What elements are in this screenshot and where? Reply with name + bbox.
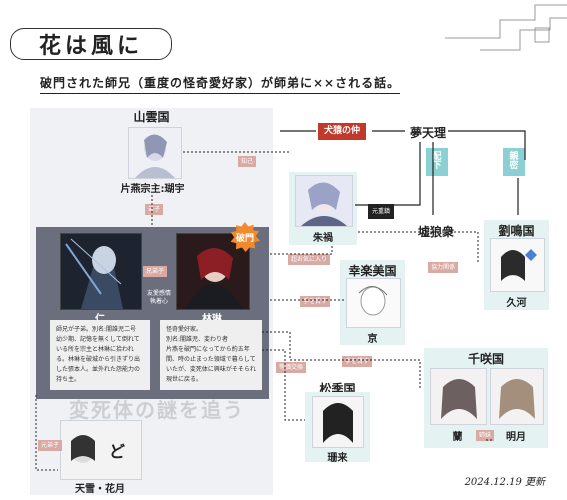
portrait-jin [60,233,142,310]
tag-chokai: 超お気に入り [288,254,331,265]
tag-inuzaru: 犬猿の仲 [318,123,367,140]
node-mutenri: 夢天理 [410,126,447,140]
banner-text: 変死体の謎を追う [69,398,245,422]
tag-tewokasu2: 手を貸す [342,356,373,367]
label-kyuka: 久河 [506,298,527,309]
portrait-kyuka [490,238,545,292]
update-date: 2024.12.19 更新 [464,477,545,488]
label-sanrai: 珊来 [327,453,348,464]
label-ran: 蘭 [452,432,463,443]
tag-tewokasu1: 手を貸す [300,296,331,307]
page-subtitle: 破門された師兄（重度の怪奇愛好家）が師弟に××される話。 [40,74,401,94]
portrait-ran [430,368,487,425]
region-chisaki-title: 千咲国 [467,352,504,366]
portrait-shuka [295,175,353,227]
page-title: 花は風に [10,28,172,60]
desc-rinrin-text: 怪奇愛好家。 別名:闇誰児、変わり者 片燕を破門になってから約五年間、時の止まっ… [166,326,256,383]
label-meigetsu: 明月 [506,432,526,443]
node-kirou: 墟狼衆 [418,225,455,239]
tag-kizuna: 友愛感情 執着心 [146,290,171,305]
desc-jin: 師兄が子弟。別名:闇誰児二号 幼少期、記憶を無くして倒れている所を宗主と林琳に拾… [50,320,150,390]
tag-motojuuzoku: 元重鎮 [368,204,395,219]
desc-jin-text: 師兄が子弟。別名:闇誰児二号 幼少期、記憶を無くして倒れている所を宗主と林琳に拾… [56,326,141,383]
label-jin: 仁 [60,310,140,325]
label-sou: 片燕宗主:瑚宇 [120,184,185,195]
label-tensetsu: 天雪・花月 [75,484,125,495]
tag-shitei: 兄弟子 [143,266,168,277]
desc-rinrin: 怪奇愛好家。 別名:闇誰児、変わり者 片燕を破門になってから約五年間、時の止まっ… [160,320,262,390]
portrait-sanrai [312,396,364,448]
portrait-tensetsu: ど [60,420,142,480]
label-kyou: 京 [367,334,378,345]
tag-deshi: 弟子 [145,204,164,215]
tag-haika: 配下 [426,148,448,176]
label-shuka: 朱禍 [313,233,333,244]
portrait-sou [128,127,182,179]
decorative-lines [445,4,567,51]
svg-text:ど: ど [109,442,125,461]
tag-chiki: 知己 [238,156,257,167]
region-korakumi-title: 幸楽美国 [348,264,397,278]
label-rinrin: 林琳 [176,310,248,325]
tag-oyako: 元弟子 [38,440,63,451]
tag-kyodai: 姉妹 [476,430,495,441]
region-ryumei-title: 劉鳴国 [498,224,535,238]
region-yamakumo-title: 山雲国 [133,110,170,124]
tag-tougai: 等価交換 [276,362,307,373]
tag-kyoryoku: 協力関係 [428,262,459,273]
portrait-meigetsu [490,368,544,425]
portrait-kyou [346,278,401,328]
tag-shinmitsu: 親密 [503,148,525,176]
